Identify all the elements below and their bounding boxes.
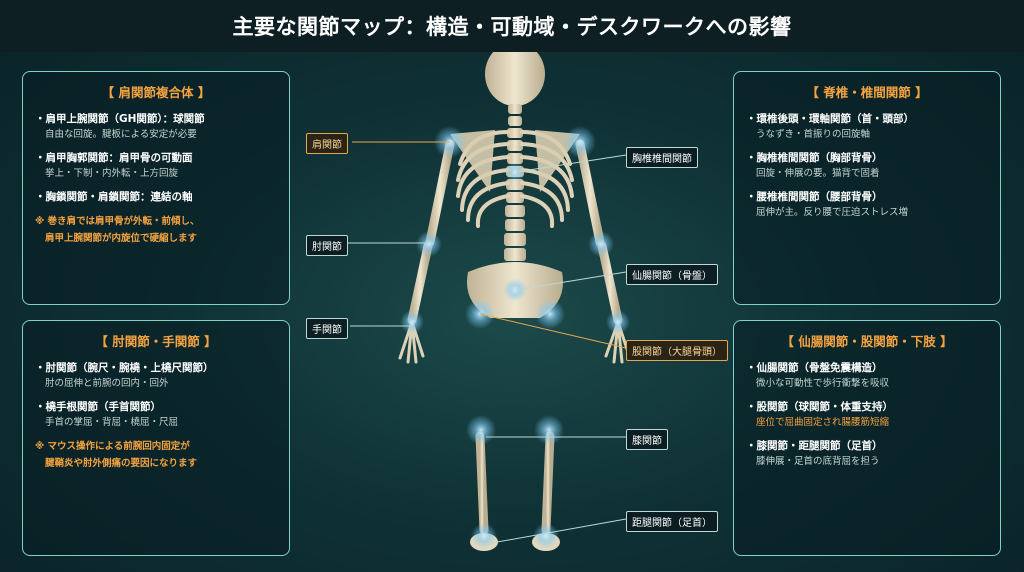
panel-shoulder-title: 【 肩関節複合体 】 [101,85,211,100]
item-head: ・仙腸関節（骨盤免震構造） [746,362,883,374]
list-item: ・胸椎椎間関節（胸部背骨） 回旋・伸展の要。猫背で固着 [746,150,988,181]
panel-spine-title: 【 脊椎・椎間関節 】 [806,85,928,100]
panel-shoulder: 【 肩関節複合体 】 ・肩甲上腕関節（GH関節）：球関節 自由な回旋。腱板による… [22,71,290,305]
item-head: ・環椎後頭・環軸関節（首・頭部） [746,113,914,125]
list-item: ・膝関節・距腿関節（足首） 膝伸展・足首の底背屈を担う [746,438,988,469]
item-head: ・橈手根関節（手首関節） [35,401,161,413]
item-head: ・腰椎椎間関節（腰部背骨） [746,191,883,203]
item-sub: うなずき・首振りの回旋軸 [756,129,871,140]
list-item: ・肩甲上腕関節（GH関節）：球関節 自由な回旋。腱板による安定が必要 [35,111,277,142]
list-item: ・環椎後頭・環軸関節（首・頭部） うなずき・首振りの回旋軸 [746,111,988,142]
list-item: ・胸鎖関節・肩鎖関節：連結の軸 [35,189,277,205]
panel-elbow-title: 【 肘関節・手関節 】 [95,334,217,349]
item-head: ・胸椎椎間関節（胸部背骨） [746,152,883,164]
item-sub: 自由な回旋。腱板による安定が必要 [45,129,197,140]
item-head: ・肘関節（腕尺・腕橈・上橈尺関節） [35,362,214,374]
item-head: ・膝関節・距腿関節（足首） [746,440,883,452]
skeleton-figure [398,52,632,551]
title-bar: 主要な関節マップ：構造・可動域・デスクワークへの影響 [0,0,1024,52]
item-head: ・肩甲上腕関節（GH関節）：球関節 [35,113,205,125]
item-sub: 回旋・伸展の要。猫背で固着 [756,168,880,179]
skull [485,52,545,106]
item-sub: 膝伸展・足首の底背屈を担う [756,456,880,467]
note-line: ※ マウス操作による前腕回内固定が [35,441,190,452]
panel-hip-lower-limb: 【 仙腸関節・股関節・下肢 】 ・仙腸関節（骨盤免震構造） 微小な可動性で歩行衝… [733,320,1001,556]
legs [476,308,554,430]
label-shoulder: 肩関節 [306,133,348,154]
item-head: ・股関節（球関節・体重支持） [746,401,893,413]
item-sub: 肘の屈伸と前腕の回内・回外 [45,378,169,389]
label-knee: 膝関節 [626,429,668,450]
item-sub: 屈伸が主。反り腰で圧迫ストレス増 [756,207,909,218]
note-line: 肩甲上腕関節が内旋位で硬縮します [45,233,198,244]
item-sub: 微小な可動性で歩行衝撃を吸収 [756,378,890,389]
panel-hip-title: 【 仙腸関節・股関節・下肢 】 [781,334,953,349]
item-sub: 座位で屈曲固定され腸腰筋短縮 [756,417,890,428]
item-head: ・肩甲胸郭関節：肩甲骨の可動面 [35,152,193,164]
label-thoracic: 胸椎椎間関節 [626,147,698,168]
label-hip: 股関節（大腿骨頭） [626,340,728,361]
item-head: ・胸鎖関節・肩鎖関節：連結の軸 [35,191,193,203]
page-title: 主要な関節マップ：構造・可動域・デスクワークへの影響 [232,15,792,39]
note-line: ※ 巻き肩では肩甲骨が外転・前傾し、 [35,216,200,227]
label-sacroiliac: 仙腸関節（骨盤） [626,264,718,285]
list-item: ・股関節（球関節・体重支持） 座位で屈曲固定され腸腰筋短縮 [746,399,988,430]
list-item: ・仙腸関節（骨盤免震構造） 微小な可動性で歩行衝撃を吸収 [746,360,988,391]
spine [504,104,526,261]
list-item: ・腰椎椎間関節（腰部背骨） 屈伸が主。反り腰で圧迫ストレス増 [746,189,988,220]
note-line: 腱鞘炎や肘外側痛の要因になります [45,458,198,469]
hands [398,320,632,364]
panel-elbow-wrist: 【 肘関節・手関節 】 ・肘関節（腕尺・腕橈・上橈尺関節） 肘の屈伸と前腕の回内… [22,320,290,556]
list-item: ・肩甲胸郭関節：肩甲骨の可動面 挙上・下制・内外転・上方回旋 [35,150,277,181]
panel-elbow-note: ※ マウス操作による前腕回内固定が 腱鞘炎や肘外側痛の要因になります [35,438,277,472]
item-sub: 挙上・下制・内外転・上方回旋 [45,168,179,179]
list-item: ・橈手根関節（手首関節） 手首の掌屈・背屈・橈屈・尺屈 [35,399,277,430]
label-wrist: 手関節 [306,318,348,339]
panel-shoulder-note: ※ 巻き肩では肩甲骨が外転・前傾し、 肩甲上腕関節が内旋位で硬縮します [35,213,277,247]
label-elbow: 肘関節 [306,235,348,256]
label-ankle: 距腿関節（足首） [626,511,718,532]
panel-spine: 【 脊椎・椎間関節 】 ・環椎後頭・環軸関節（首・頭部） うなずき・首振りの回旋… [733,71,1001,305]
list-item: ・肘関節（腕尺・腕橈・上橈尺関節） 肘の屈伸と前腕の回内・回外 [35,360,277,391]
item-sub: 手首の掌屈・背屈・橈屈・尺屈 [45,417,179,428]
